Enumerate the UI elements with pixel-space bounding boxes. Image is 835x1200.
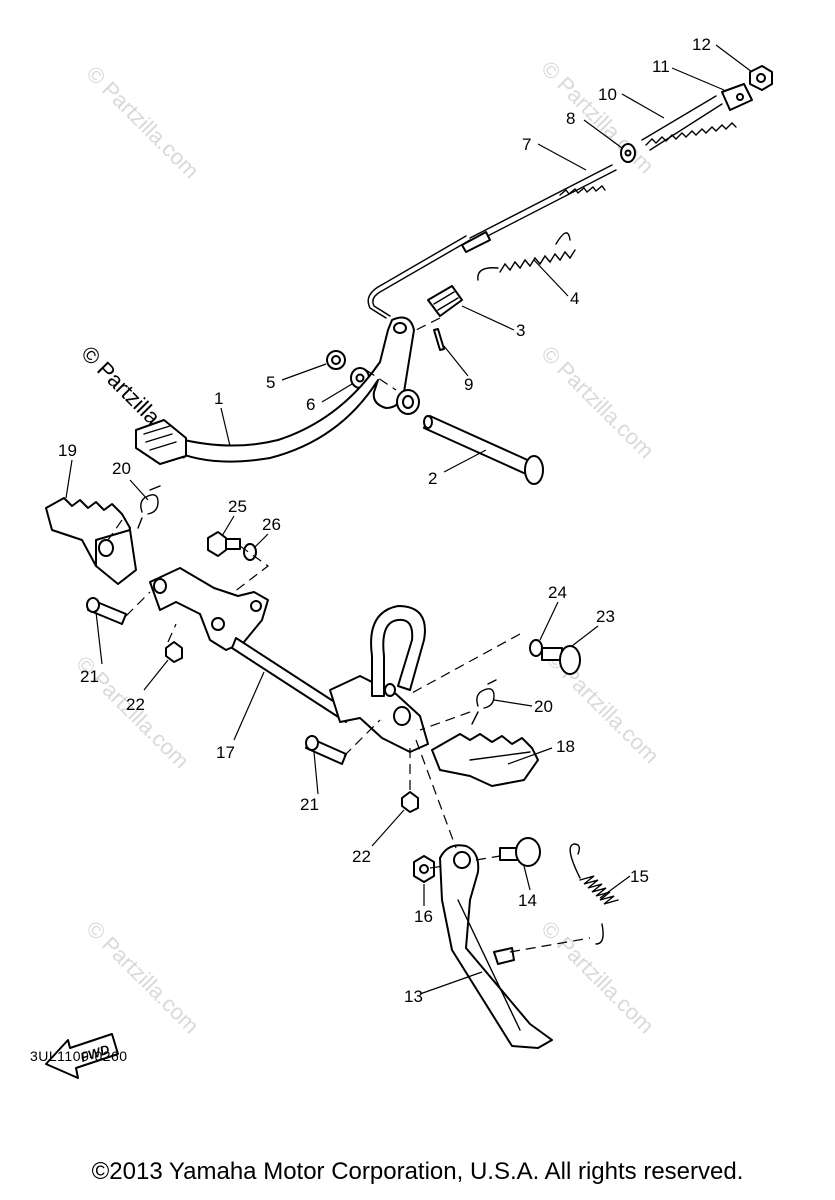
- part-24-washer: [529, 639, 543, 657]
- callout-5: 5: [266, 373, 275, 392]
- part-18-footrest-right: [431, 733, 539, 787]
- callout-14: 14: [518, 891, 537, 910]
- part-5-circlip: [326, 350, 346, 370]
- part-2-shaft: [423, 415, 544, 485]
- watermark: © Partzilla.com: [81, 916, 204, 1039]
- callout-20-upper: 20: [112, 459, 131, 478]
- callout-4: 4: [570, 289, 579, 308]
- callout-7: 7: [522, 135, 531, 154]
- callout-24: 24: [548, 583, 567, 602]
- part-8-washer: [620, 143, 636, 163]
- part-19-footrest-left: [45, 497, 137, 585]
- part-22-nut-lower: [401, 791, 419, 813]
- watermarks: © Partzilla.com © Partzilla.com © Partzi…: [71, 56, 664, 1039]
- callout-6: 6: [306, 395, 315, 414]
- callout-25: 25: [228, 497, 247, 516]
- part-26-washer: [243, 543, 257, 561]
- callout-3: 3: [516, 321, 525, 340]
- part-11-adjuster: [721, 83, 753, 111]
- callout-17: 17: [216, 743, 235, 762]
- callout-10: 10: [598, 85, 617, 104]
- callout-22-lower: 22: [352, 847, 371, 866]
- part-3-bracket: [427, 285, 463, 317]
- part-13-sidestand: [439, 844, 553, 1049]
- part-23-bolt: [541, 645, 581, 675]
- callout-21-upper: 21: [80, 667, 99, 686]
- part-25-bolt: [207, 531, 241, 557]
- part-12-nut: [749, 65, 773, 91]
- copyright-notice: ©2013 Yamaha Motor Corporation, U.S.A. A…: [91, 1158, 744, 1185]
- callout-23: 23: [596, 607, 615, 626]
- callout-9: 9: [464, 375, 473, 394]
- callout-16: 16: [414, 907, 433, 926]
- callout-15: 15: [630, 867, 649, 886]
- callout-11: 11: [652, 57, 670, 76]
- callout-13: 13: [404, 987, 423, 1006]
- part-4-spring: [477, 232, 576, 281]
- part-16-nut: [413, 855, 435, 883]
- callout-18: 18: [556, 737, 575, 756]
- part-20-spring-upper: [137, 485, 161, 529]
- watermark: © Partzilla.com: [536, 56, 659, 179]
- part-7-brake-rod: [367, 164, 617, 319]
- part-10-spring: [641, 95, 737, 151]
- watermark: © Partzilla.com: [81, 61, 204, 184]
- part-21-pin-upper: [86, 597, 127, 625]
- part-22-nut-upper: [165, 641, 183, 663]
- callout-26: 26: [262, 515, 281, 534]
- part-15-spring: [569, 843, 619, 945]
- part-20-spring-lower: [471, 679, 497, 725]
- part-17-loop: [370, 605, 426, 697]
- callout-21-lower: 21: [300, 795, 319, 814]
- callout-8: 8: [566, 109, 575, 128]
- callout-12: 12: [692, 35, 711, 54]
- part-14-bolt: [499, 837, 541, 867]
- callout-19: 19: [58, 441, 77, 460]
- leader-lines: [65, 44, 753, 995]
- diagram-code: 3UL1100-0260: [30, 1048, 128, 1064]
- callout-numbers: 12 11 10 8 7 4 3 9 5 6 1 2 19 20 25 26 2…: [58, 35, 711, 1006]
- assembly-lines: [107, 317, 591, 953]
- part-17-footrest-bracket: [149, 567, 429, 753]
- part-1-brake-pedal: [135, 316, 420, 465]
- watermark: © Partzilla.com: [536, 916, 659, 1039]
- callout-2: 2: [428, 469, 437, 488]
- fwd-arrow-icon: FWD: [45, 1033, 119, 1079]
- part-21-pin-lower: [305, 735, 347, 765]
- part-9-cotter-pin: [433, 328, 445, 351]
- callout-1: 1: [214, 389, 223, 408]
- callout-20-lower: 20: [534, 697, 553, 716]
- watermark: © Partzilla.com: [536, 341, 659, 464]
- callout-22-upper: 22: [126, 695, 145, 714]
